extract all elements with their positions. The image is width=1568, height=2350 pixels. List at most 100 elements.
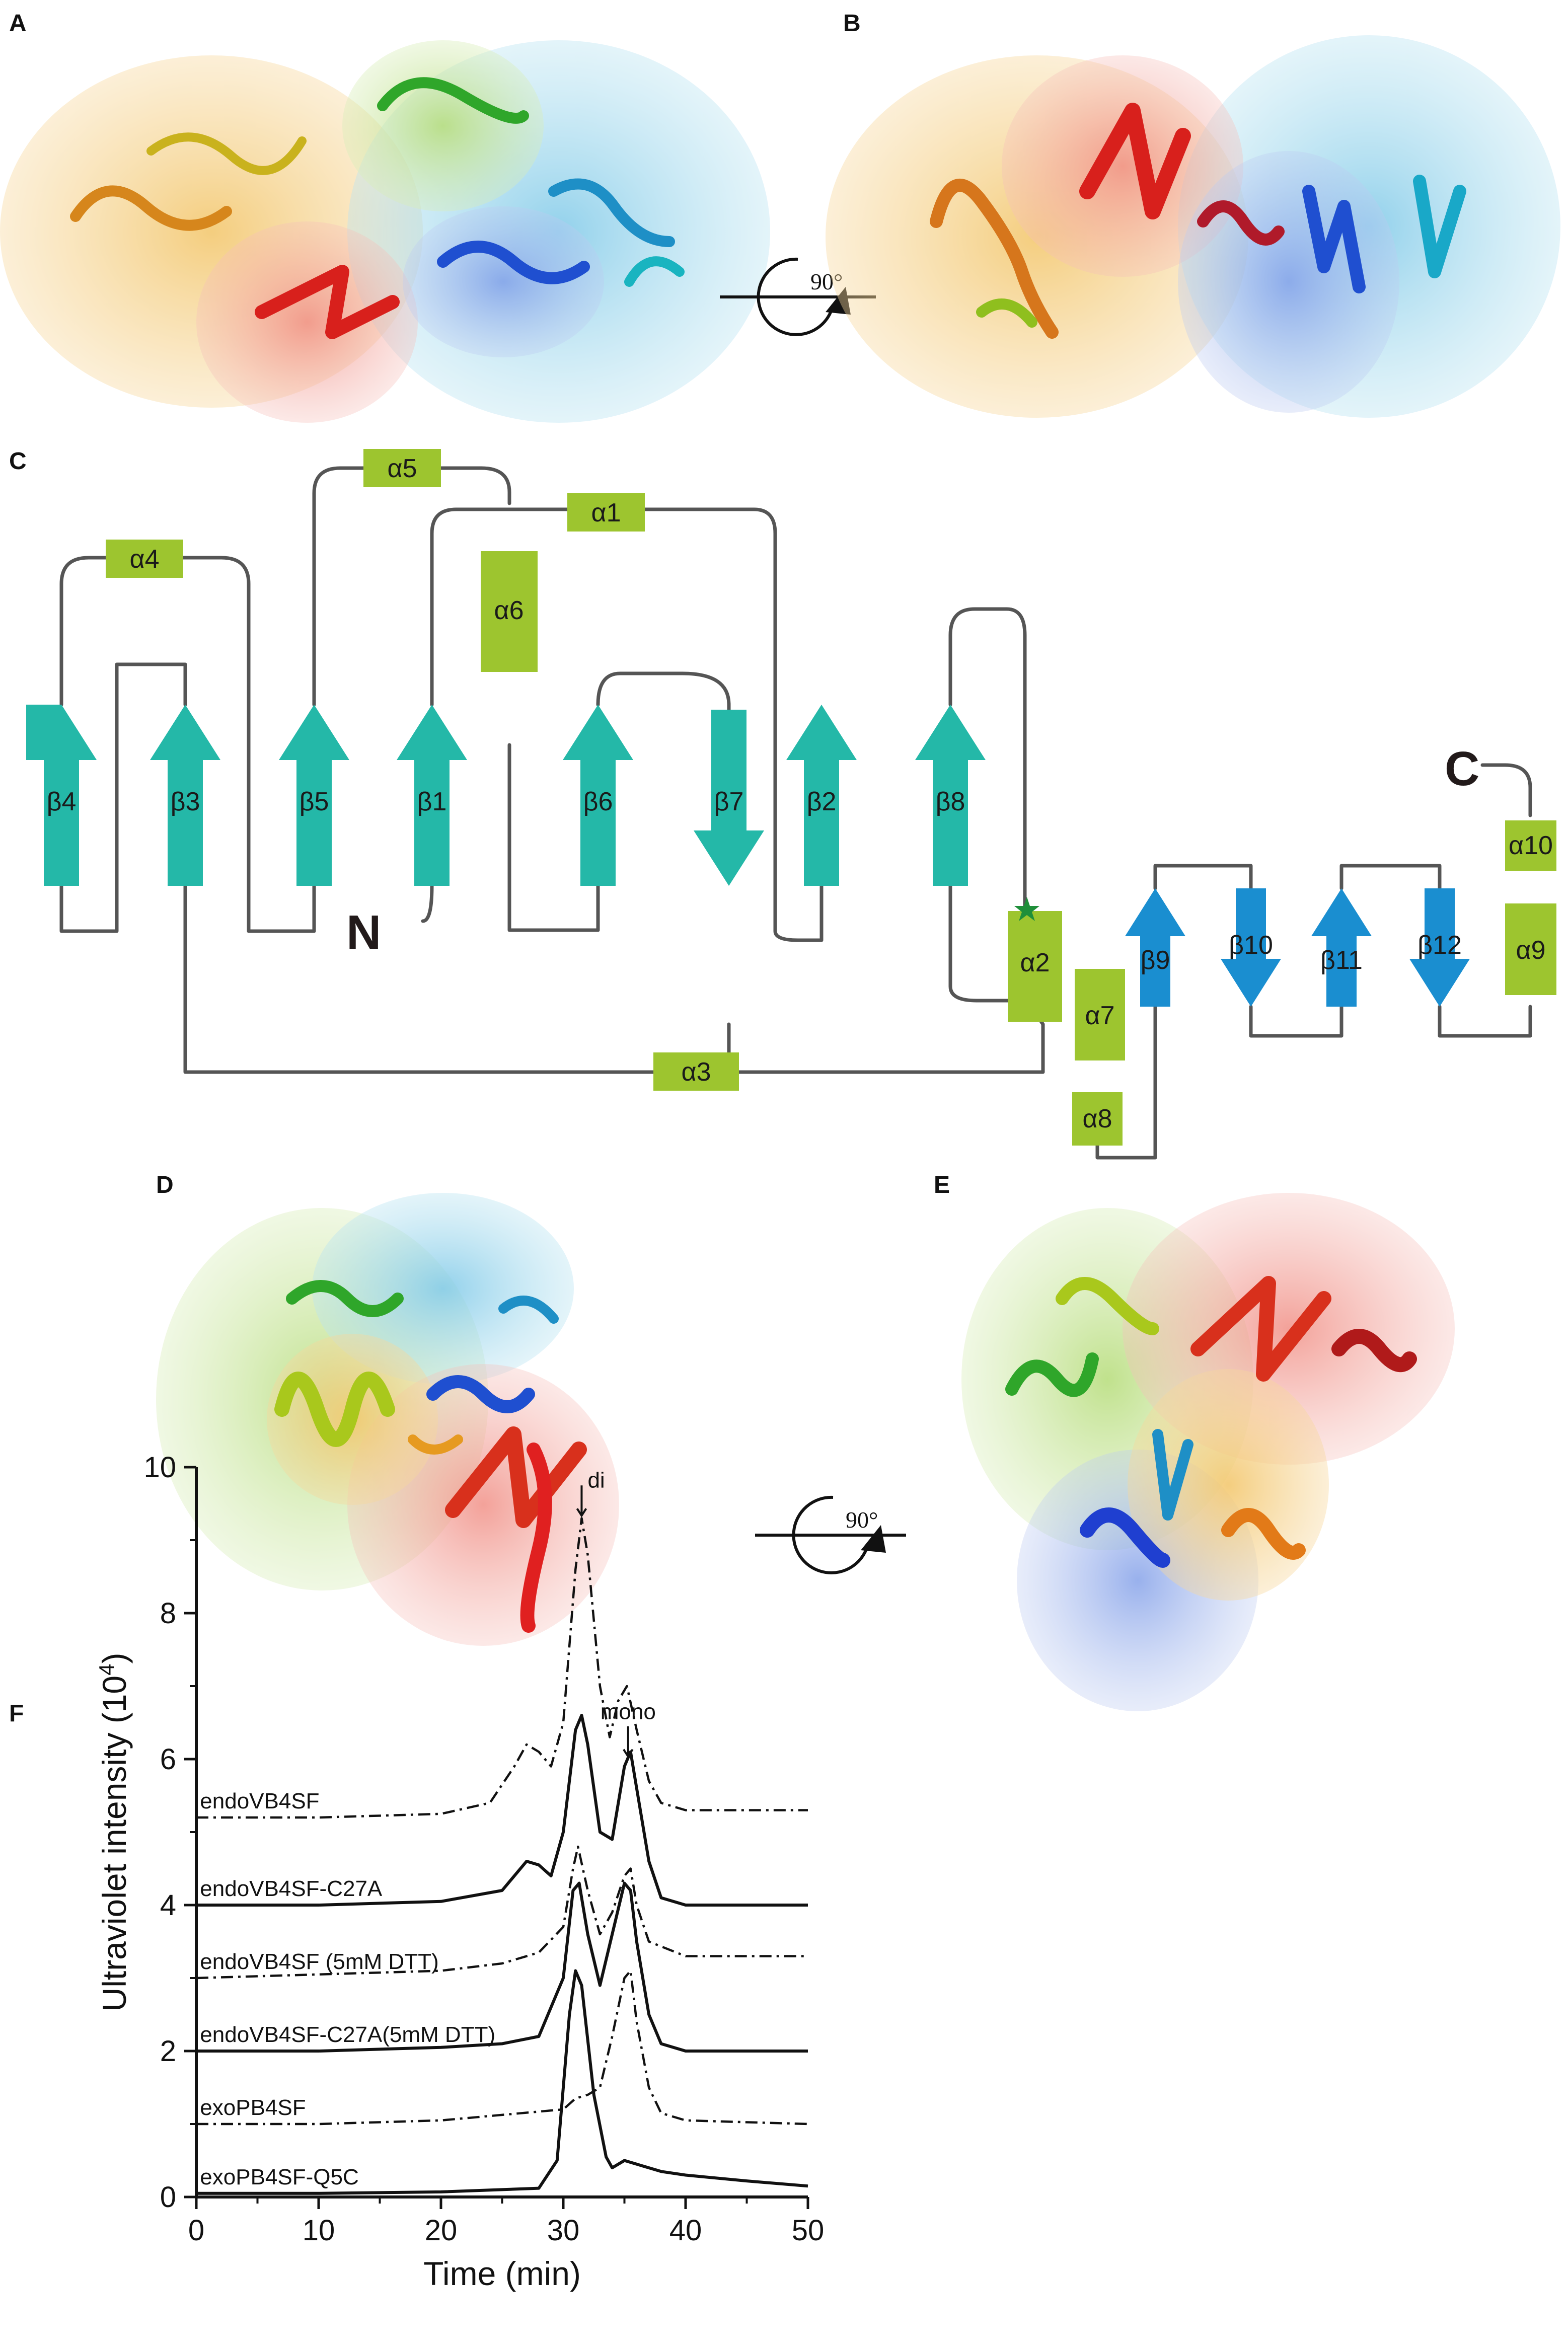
y-tick-label: 10: [143, 1451, 176, 1484]
series-line-3: [196, 1881, 808, 2053]
y-tick-label: 6: [160, 1743, 176, 1776]
helix-a3: [653, 1052, 739, 1091]
c-terminus-label: C: [1445, 742, 1479, 796]
strand-b6: [563, 705, 633, 886]
panel-label-a: A: [9, 10, 27, 37]
series-label-1: endoVB4SF-C27A: [200, 1876, 383, 1901]
series-line-1: [196, 1714, 808, 1907]
x-tick-label: 40: [669, 2214, 702, 2247]
panel-e: E: [934, 1172, 1455, 1711]
strand-b5: [279, 705, 349, 886]
protein-structure-d-image: [156, 1193, 619, 1646]
x-axis-title: Time (min): [423, 2255, 581, 2292]
strand-b2: [786, 705, 857, 886]
helix-label-a6: α6: [494, 596, 524, 625]
panel-a: A: [0, 10, 770, 423]
strand-label-b1: β1: [417, 787, 447, 816]
strand-label-b7: β7: [714, 787, 744, 816]
strand-label-b11: β11: [1320, 946, 1363, 975]
series-line-4: [196, 1969, 808, 2126]
series-line-2: [196, 1845, 808, 1980]
strand-label-b4: β4: [47, 787, 77, 816]
series-label-0: endoVB4SF: [200, 1789, 319, 1813]
topology-loops: [59, 466, 1532, 1160]
x-tick-label: 0: [188, 2214, 204, 2247]
helix-a5: [363, 449, 441, 487]
rotation-symbol-bottom: 90°: [755, 1495, 906, 1574]
helix-a8: [1072, 1092, 1123, 1146]
helix-a4: [106, 540, 183, 578]
strand-b4-head: [26, 705, 97, 886]
x-tick-label: 20: [425, 2214, 458, 2247]
helix-label-a9: α9: [1516, 936, 1546, 965]
strand-labels: β4 β3 β5 β1 β6 β7 β2 β8 β9 β10 β11 β12: [47, 787, 1462, 975]
topology-strands-c: [1125, 888, 1470, 1007]
helix-a1: [567, 493, 645, 532]
strand-label-b3: β3: [171, 787, 200, 816]
strand-b11: [1311, 888, 1372, 1007]
x-tick-label: 10: [303, 2214, 335, 2247]
strand-b9: [1125, 888, 1185, 1007]
di-arrow-head: [576, 1508, 587, 1518]
panel-label-f: F: [9, 1700, 24, 1727]
mono-annotation-label: mono: [601, 1699, 656, 1724]
panel-label-d: D: [156, 1172, 174, 1198]
strand-label-b6: β6: [583, 787, 613, 816]
panel-d: D: [156, 1172, 619, 1646]
strand-label-b8: β8: [936, 787, 965, 816]
strand-b7: [694, 710, 764, 886]
y-axis-title: Ultraviolet intensity (104): [95, 1653, 133, 2012]
helix-label-a3: α3: [682, 1057, 711, 1087]
panel-label-b: B: [843, 10, 861, 37]
strand-label-b10: β10: [1229, 931, 1273, 960]
protein-structure-b-image: [826, 35, 1560, 418]
panel-label-c: C: [9, 448, 27, 475]
helix-a7: [1075, 969, 1125, 1060]
helix-label-a4: α4: [130, 545, 160, 574]
strand-b1: [397, 705, 467, 886]
y-tick-label: 0: [160, 2181, 176, 2214]
y-tick-label: 2: [160, 2035, 176, 2068]
strand-b8: [915, 705, 986, 886]
helix-a2: [1008, 911, 1062, 1022]
x-tick-label: 30: [547, 2214, 580, 2247]
helix-label-a1: α1: [591, 498, 621, 527]
protein-structure-e-image: [961, 1193, 1455, 1711]
strand-label-b12: β12: [1417, 931, 1462, 960]
y-tick-label: 8: [160, 1597, 176, 1630]
panel-c: C α4 α5 α1: [9, 448, 1556, 1160]
helix-label-a5: α5: [388, 454, 417, 483]
helix-a10: [1505, 820, 1556, 871]
series-label-3: endoVB4SF-C27A(5mM DTT): [200, 2022, 495, 2047]
mono-arrow-head: [623, 1749, 634, 1759]
di-annotation-label: di: [587, 1468, 605, 1493]
rotation-label-bottom: 90°: [846, 1507, 878, 1533]
helix-a6: [481, 551, 538, 672]
n-terminus-label: N: [346, 905, 381, 959]
helix-a9: [1505, 903, 1556, 995]
helix-label-a10: α10: [1509, 831, 1553, 860]
strand-label-b9: β9: [1141, 946, 1170, 975]
strand-b12: [1409, 888, 1470, 1007]
series-line-5: [196, 1969, 808, 2195]
strand-label-b5: β5: [300, 787, 329, 816]
strand-b10: [1221, 888, 1281, 1007]
cysteine-star-icon: [1014, 897, 1039, 921]
topology-helices: α4 α5 α1 α6 α2 α3 α7 α8 α9 α10: [106, 449, 1556, 1146]
y-tick-label: 4: [160, 1889, 176, 1922]
helix-label-a2: α2: [1020, 948, 1050, 977]
series-line-0: [196, 1517, 808, 1819]
series-label-2: endoVB4SF (5mM DTT): [200, 1949, 438, 1974]
strand-label-b2: β2: [807, 787, 837, 816]
panel-b: B: [826, 10, 1560, 418]
helix-label-a7: α7: [1085, 1001, 1115, 1030]
helix-label-a8: α8: [1083, 1104, 1112, 1133]
protein-structure-a-image: [0, 40, 770, 423]
strand-b3: [150, 705, 220, 886]
panel-label-e: E: [934, 1172, 950, 1198]
x-tick-label: 50: [792, 2214, 825, 2247]
series-label-5: exoPB4SF-Q5C: [200, 2165, 358, 2189]
